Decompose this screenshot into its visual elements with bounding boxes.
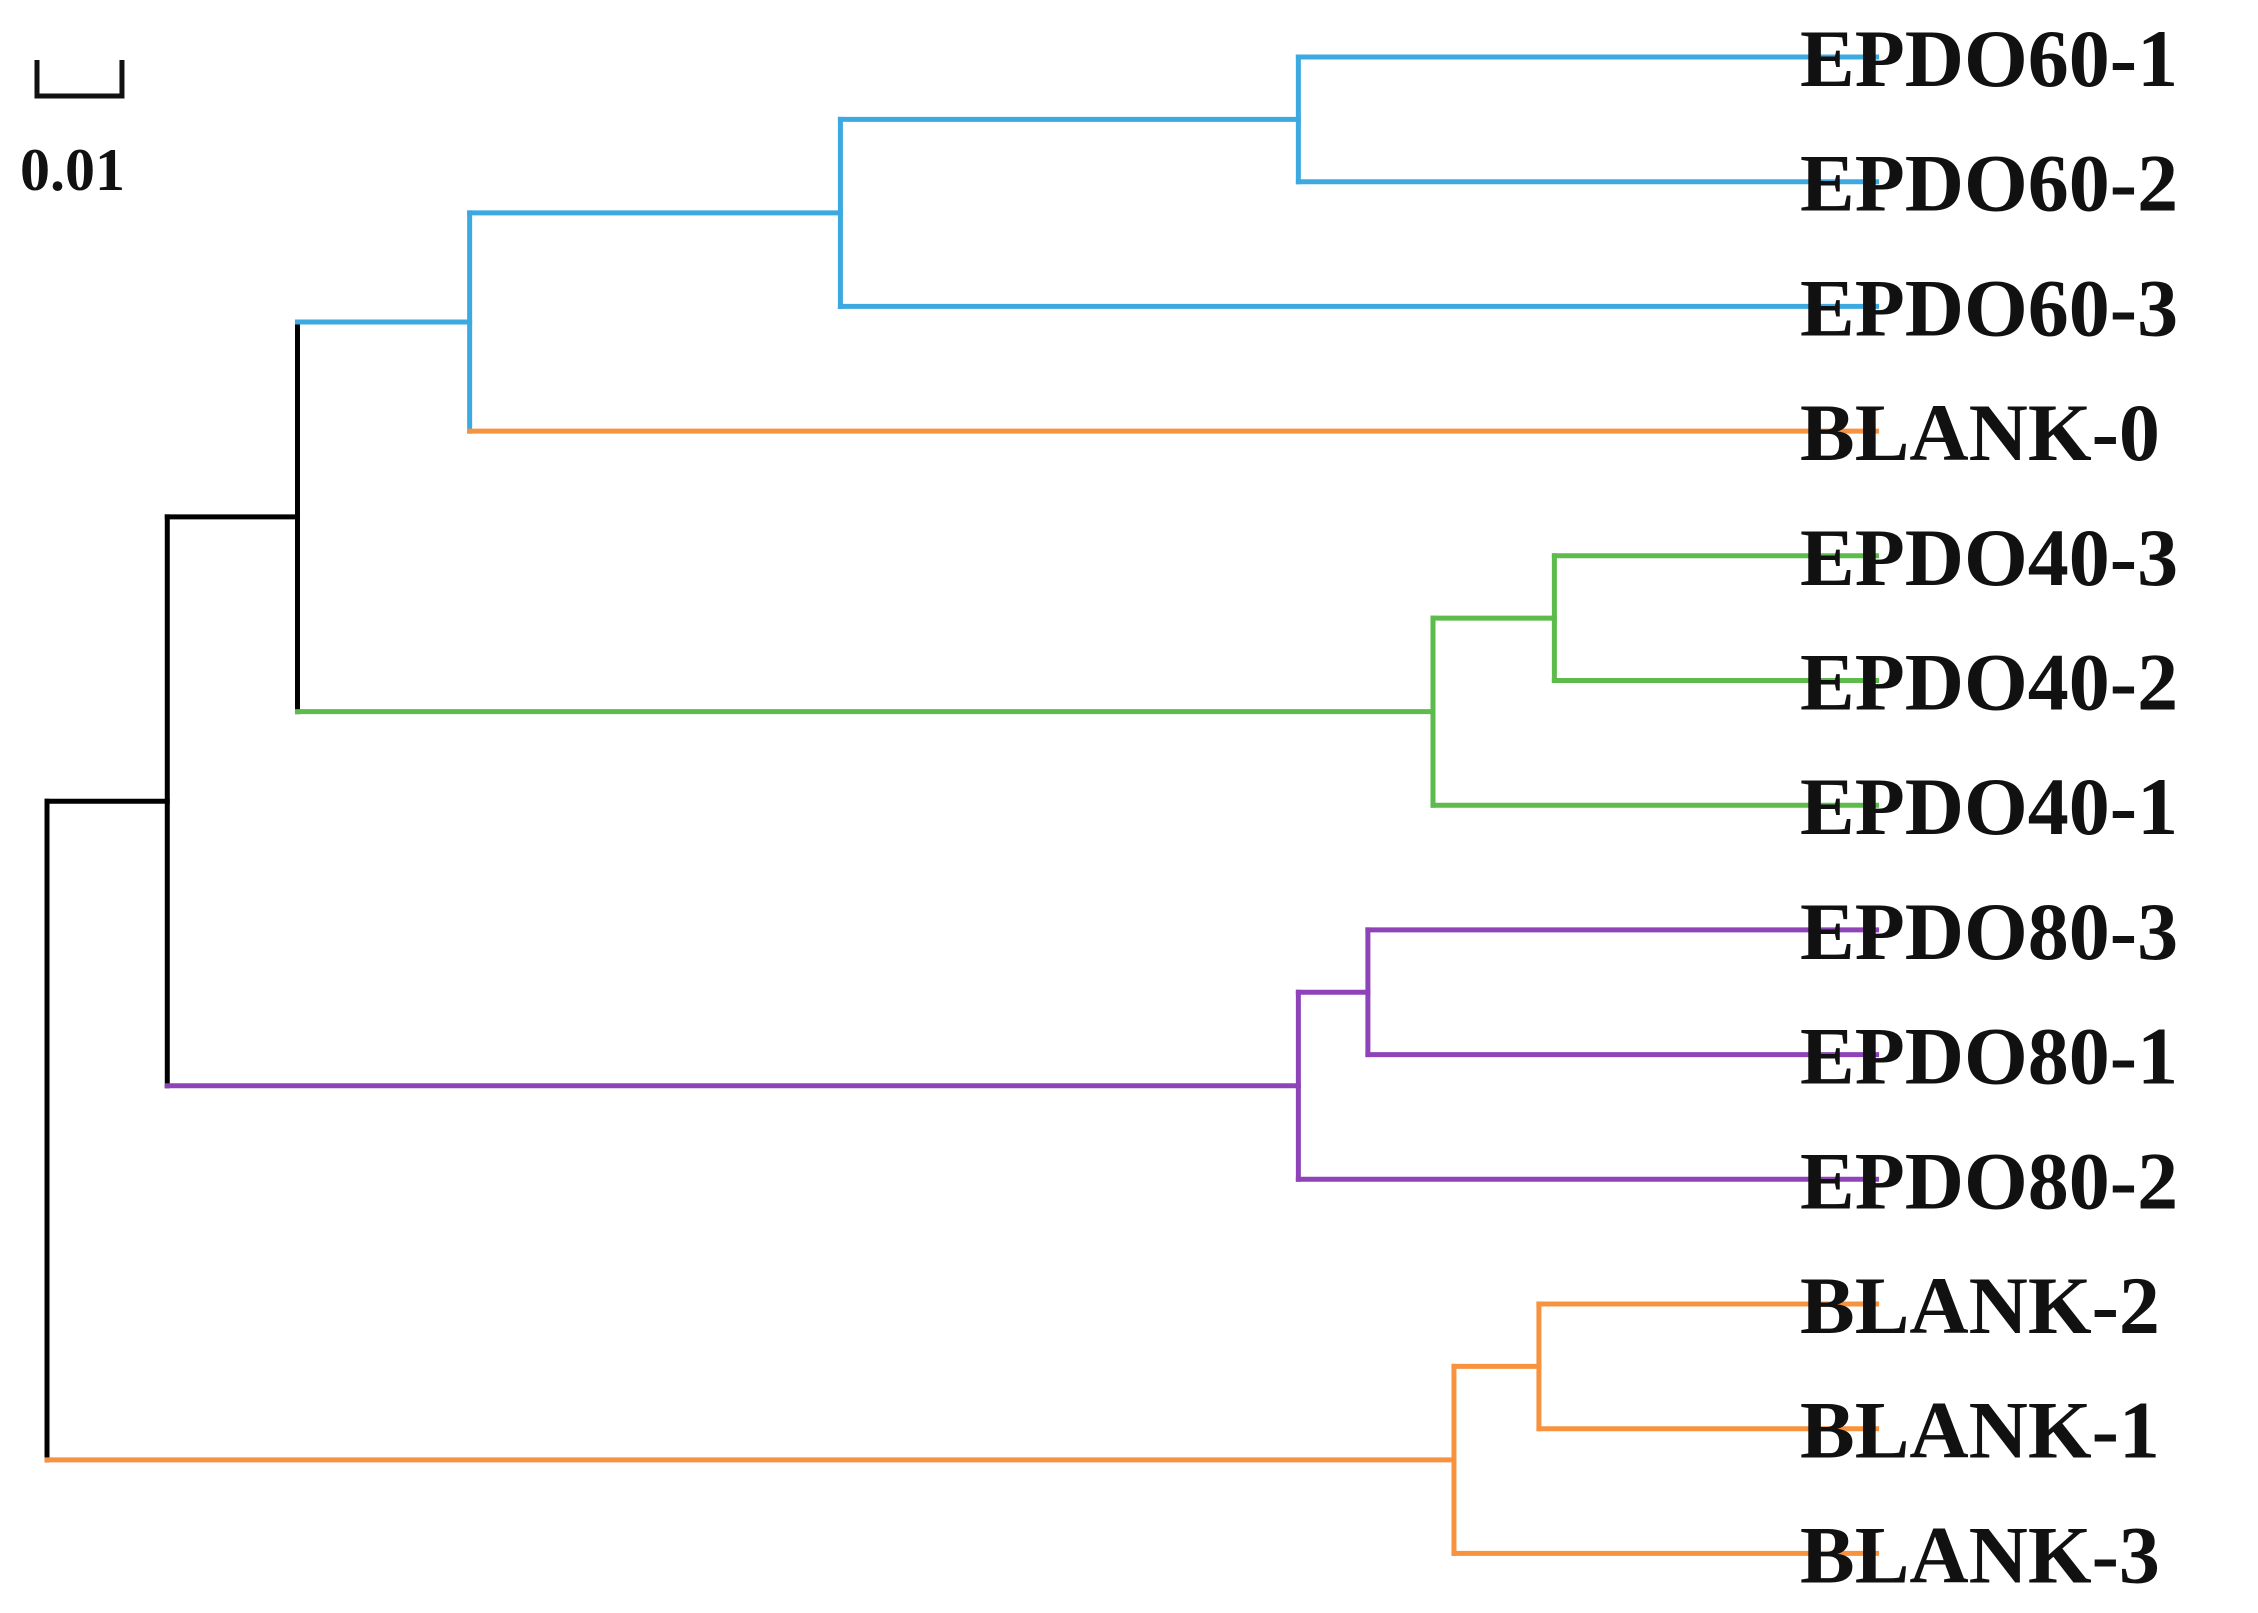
- scale-bar: 0.01: [20, 60, 125, 203]
- leaf-label-blank-3: BLANK-3: [1800, 1509, 2160, 1600]
- leaf-label-blank-2: BLANK-2: [1800, 1260, 2160, 1351]
- scale-bar-label: 0.01: [20, 137, 125, 203]
- leaf-label-epdo40-3: EPDO40-3: [1800, 512, 2178, 603]
- leaf-labels: EPDO60-1EPDO60-2EPDO60-3BLANK-0EPDO40-3E…: [1800, 13, 2178, 1600]
- leaf-label-epdo60-3: EPDO60-3: [1800, 262, 2178, 353]
- leaf-label-epdo40-1: EPDO40-1: [1800, 761, 2178, 852]
- leaf-label-epdo80-3: EPDO80-3: [1800, 886, 2178, 977]
- leaf-label-blank-1: BLANK-1: [1800, 1385, 2160, 1476]
- leaf-label-blank-0: BLANK-0: [1800, 387, 2160, 478]
- scale-bar-line: [34, 60, 125, 99]
- leaf-label-epdo80-2: EPDO80-2: [1800, 1135, 2178, 1226]
- leaf-label-epdo60-2: EPDO60-2: [1800, 138, 2178, 229]
- tree-branches: [44, 54, 1880, 1556]
- leaf-label-epdo80-1: EPDO80-1: [1800, 1011, 2178, 1102]
- leaf-label-epdo40-2: EPDO40-2: [1800, 637, 2178, 728]
- leaf-label-epdo60-1: EPDO60-1: [1800, 13, 2178, 104]
